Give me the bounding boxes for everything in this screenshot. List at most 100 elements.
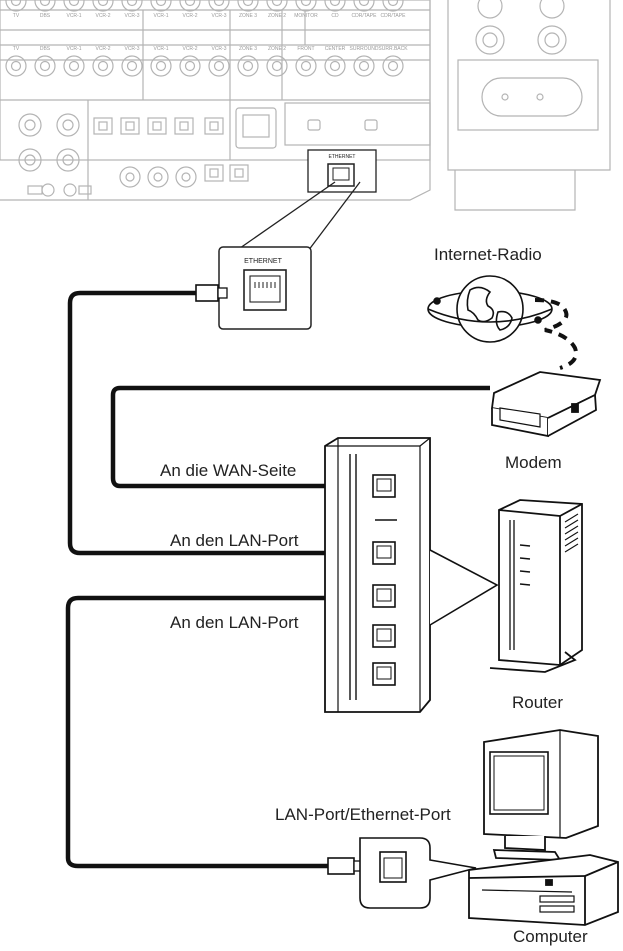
jack-label: VCR-1 xyxy=(153,13,168,19)
rca-jack-center xyxy=(39,60,51,72)
rca-jack-center xyxy=(387,60,399,72)
rca-jack-center xyxy=(300,0,312,7)
network-cables xyxy=(65,290,490,869)
cable-computer-to-router xyxy=(65,595,330,869)
rca-jack xyxy=(34,0,56,12)
jack-label: CD xyxy=(331,13,339,19)
jack-label: ZONE 2 xyxy=(268,13,286,19)
rca-jack-center xyxy=(271,60,283,72)
rca-jack xyxy=(92,0,114,12)
rca-jack xyxy=(121,55,143,77)
plug-receiver xyxy=(195,284,228,302)
rca-jack-center xyxy=(68,60,80,72)
plug-computer xyxy=(327,857,365,875)
jack-label: VCR-3 xyxy=(124,13,139,19)
jack-label: VCR-1 xyxy=(66,46,81,52)
jack-label: VCR-2 xyxy=(95,46,110,52)
modem-internet-link xyxy=(534,298,578,370)
jack-label: VCR-3 xyxy=(211,46,226,52)
rca-jack-center xyxy=(358,60,370,72)
rca-jack xyxy=(237,0,259,12)
rca-jack-center xyxy=(126,0,138,7)
lan-ethernet-port-label: LAN-Port/Ethernet-Port xyxy=(275,805,451,824)
rca-jack-center xyxy=(10,60,22,72)
rca-jack xyxy=(63,55,85,77)
rca-jack xyxy=(295,55,317,77)
rca-jack-center xyxy=(271,0,283,7)
rca-jack-center xyxy=(213,60,225,72)
rca-jack-center xyxy=(10,0,22,7)
jack-label: ZONE 3 xyxy=(239,13,257,19)
lan-port-label-2: An den LAN-Port xyxy=(170,613,299,632)
rca-jack xyxy=(353,0,375,12)
denon-link-port xyxy=(235,107,277,149)
surround-jacks xyxy=(18,113,80,172)
rca-jack-center xyxy=(155,0,167,7)
router-label: Router xyxy=(512,693,564,712)
rca-jack xyxy=(5,0,27,12)
jack-label: VCR-1 xyxy=(153,46,168,52)
modem-icon xyxy=(490,371,602,438)
rca-jack xyxy=(324,55,346,77)
hub-ports xyxy=(372,474,396,686)
rca-jack-center xyxy=(155,60,167,72)
rca-jack-center xyxy=(97,0,109,7)
jack-label: TV xyxy=(13,46,20,52)
rca-jack xyxy=(324,0,346,12)
rca-jack xyxy=(295,0,317,12)
rca-jack xyxy=(382,0,404,12)
rca-jack xyxy=(353,55,375,77)
jack-label: VCR-1 xyxy=(66,13,81,19)
coaxial-inputs xyxy=(119,166,197,188)
jack-label: SURR.BACK xyxy=(378,46,408,52)
internet-radio-label: Internet-Radio xyxy=(434,245,542,264)
rca-jack xyxy=(150,55,172,77)
svg-text:ETHERNET: ETHERNET xyxy=(329,154,356,160)
svg-text:ETHERNET: ETHERNET xyxy=(244,258,282,265)
computer-ethernet-callout xyxy=(359,837,477,909)
rca-jack-center xyxy=(126,60,138,72)
jack-label: CDR/TAPE xyxy=(352,13,378,19)
ac-outlet xyxy=(457,59,599,131)
rca-jack-center xyxy=(242,0,254,7)
optical-inputs xyxy=(93,117,249,182)
jack-label: ZONE 3 xyxy=(239,46,257,52)
rca-jack xyxy=(382,55,404,77)
rca-jack xyxy=(121,0,143,12)
rca-jack xyxy=(266,0,288,12)
cable-modem-to-router xyxy=(110,385,490,489)
jack-label: VCR-3 xyxy=(124,46,139,52)
jack-label: ZONE 2 xyxy=(268,46,286,52)
jack-label: CDR/TAPE xyxy=(381,13,407,19)
rca-jack-center xyxy=(300,60,312,72)
rca-jack xyxy=(5,55,27,77)
computer-label: Computer xyxy=(513,927,588,946)
jack-label: FRONT xyxy=(297,46,314,52)
speaker-terminals xyxy=(475,0,567,55)
rca-jack-center xyxy=(329,0,341,7)
cable-receiver-to-router xyxy=(67,290,330,556)
rca-jack-center xyxy=(39,0,51,7)
rca-jack-center xyxy=(213,0,225,7)
router-icon xyxy=(489,499,583,673)
jack-label: VCR-2 xyxy=(182,46,197,52)
rca-jack xyxy=(208,55,230,77)
rca-jack xyxy=(150,0,172,12)
rca-jack-center xyxy=(97,60,109,72)
lan-port-label-1: An den LAN-Port xyxy=(170,531,299,550)
jack-label: CENTER xyxy=(325,46,346,52)
jack-label: DBS xyxy=(40,13,51,19)
rca-jack-center xyxy=(184,60,196,72)
rca-jack xyxy=(237,55,259,77)
receiver-ethernet-port: ETHERNET xyxy=(307,149,377,193)
jack-label: MONITOR xyxy=(294,13,318,19)
rca-jack xyxy=(208,0,230,12)
jack-label: SURROUND xyxy=(350,46,379,52)
rca-jack-center xyxy=(329,60,341,72)
rca-jack xyxy=(179,55,201,77)
jack-label: VCR-2 xyxy=(182,13,197,19)
rca-jack xyxy=(63,0,85,12)
ethernet-callout: ETHERNET xyxy=(218,181,361,330)
